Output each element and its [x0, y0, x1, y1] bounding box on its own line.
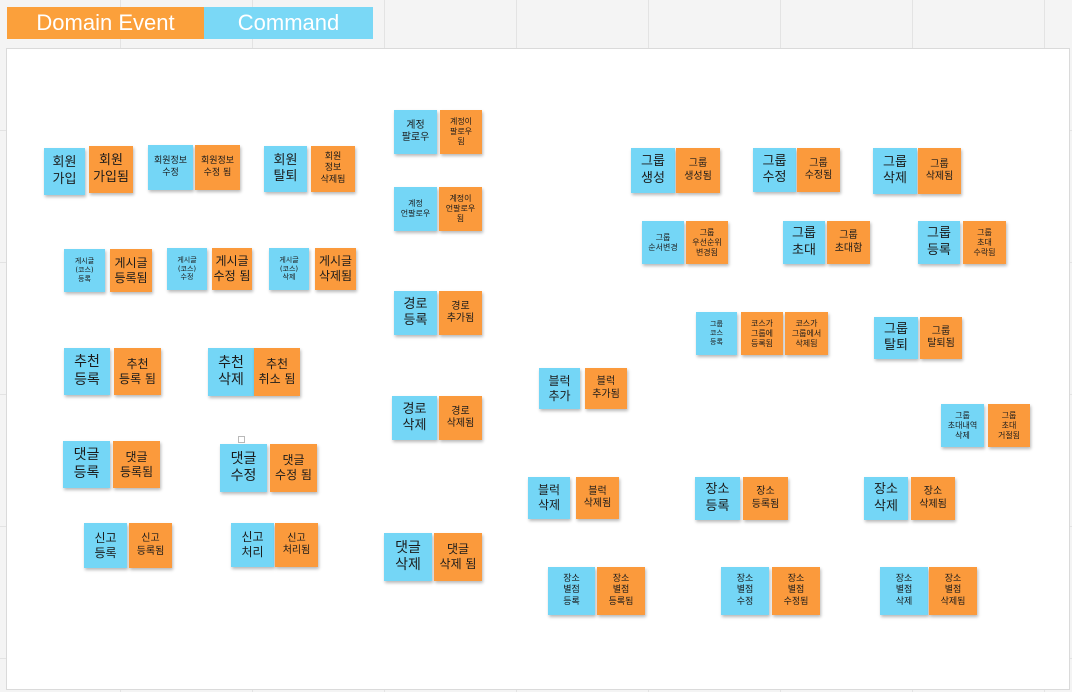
legend: Domain Event Command: [7, 7, 373, 39]
command-sticky-note[interactable]: 그룹 초대내역 삭제: [941, 404, 984, 447]
command-sticky-note[interactable]: 댓글 수정: [220, 444, 267, 492]
domain-event-sticky-note[interactable]: 계정이 언팔로우 됨: [439, 187, 482, 231]
domain-event-sticky-note[interactable]: 장소 삭제됨: [911, 477, 955, 520]
domain-event-sticky-note[interactable]: 코스가 그룹에 등록됨: [741, 312, 783, 355]
command-sticky-note[interactable]: 그룹 코스 등록: [696, 312, 737, 355]
command-sticky-note[interactable]: 게시글 (코스) 삭제: [269, 248, 309, 290]
domain-event-sticky-note[interactable]: 회원 정보 삭제됨: [311, 146, 355, 192]
domain-event-sticky-note[interactable]: 장소 별점 수정됨: [772, 567, 820, 615]
command-sticky-note[interactable]: 회원 탈퇴: [264, 146, 307, 192]
command-sticky-note[interactable]: 계정 언팔로우: [394, 187, 437, 231]
command-sticky-note[interactable]: 경로 삭제: [392, 396, 437, 440]
domain-event-sticky-note[interactable]: 게시글 수정 됨: [212, 248, 252, 290]
domain-event-sticky-note[interactable]: 댓글 등록됨: [113, 441, 160, 488]
domain-event-sticky-note[interactable]: 그룹 수정됨: [797, 148, 840, 192]
domain-event-sticky-note[interactable]: 추천 취소 됨: [254, 348, 300, 396]
command-sticky-note[interactable]: 추천 등록: [64, 348, 110, 395]
command-sticky-note[interactable]: 그룹 생성: [631, 148, 675, 193]
command-sticky-note[interactable]: 댓글 등록: [63, 441, 110, 488]
domain-event-sticky-note[interactable]: 신고 등록됨: [129, 523, 172, 568]
domain-event-sticky-note[interactable]: 신고 처리됨: [275, 523, 318, 567]
command-sticky-note[interactable]: 신고 등록: [84, 523, 127, 568]
domain-event-sticky-note[interactable]: 게시글 등록됨: [110, 249, 152, 292]
command-sticky-note[interactable]: 블럭 추가: [539, 368, 580, 409]
domain-event-sticky-note[interactable]: 그룹 탈퇴됨: [920, 317, 962, 359]
command-sticky-note[interactable]: 신고 처리: [231, 523, 274, 567]
domain-event-sticky-note[interactable]: 그룹 생성됨: [676, 148, 720, 193]
legend-domain-event: Domain Event: [7, 7, 204, 39]
command-sticky-note[interactable]: 게시글 (코스) 수정: [167, 248, 207, 290]
domain-event-sticky-note[interactable]: 추천 등록 됨: [114, 348, 161, 395]
command-sticky-note[interactable]: 그룹 삭제: [873, 148, 917, 194]
domain-event-sticky-note[interactable]: 그룹 삭제됨: [918, 148, 961, 194]
command-sticky-note[interactable]: 댓글 삭제: [384, 533, 432, 581]
command-sticky-note[interactable]: 장소 별점 수정: [721, 567, 769, 615]
domain-event-sticky-note[interactable]: 댓글 삭제 됨: [434, 533, 482, 581]
domain-event-sticky-note[interactable]: 게시글 삭제됨: [315, 248, 356, 290]
domain-event-sticky-note[interactable]: 그룹 초대 거절됨: [988, 404, 1030, 447]
command-sticky-note[interactable]: 회원정보 수정: [148, 145, 193, 190]
domain-event-sticky-note[interactable]: 코스가 그룹에서 삭제됨: [785, 312, 828, 355]
command-sticky-note[interactable]: 게시글 (코스) 등록: [64, 249, 105, 292]
command-sticky-note[interactable]: 장소 별점 등록: [548, 567, 595, 615]
command-sticky-note[interactable]: 그룹 탈퇴: [874, 317, 918, 359]
command-sticky-note[interactable]: 장소 별점 삭제: [880, 567, 928, 615]
command-sticky-note[interactable]: 그룹 등록: [918, 221, 960, 264]
legend-command: Command: [204, 7, 373, 39]
command-sticky-note[interactable]: 그룹 초대: [783, 221, 825, 264]
domain-event-sticky-note[interactable]: 장소 등록됨: [743, 477, 788, 520]
domain-event-sticky-note[interactable]: 경로 추가됨: [439, 291, 482, 335]
domain-event-sticky-note[interactable]: 블럭 추가됨: [585, 368, 627, 409]
command-sticky-note[interactable]: 그룹 순서변경: [642, 221, 684, 264]
domain-event-sticky-note[interactable]: 장소 별점 등록됨: [597, 567, 645, 615]
domain-event-sticky-note[interactable]: 회원정보 수정 됨: [195, 145, 240, 190]
domain-event-sticky-note[interactable]: 장소 별점 삭제됨: [929, 567, 977, 615]
command-sticky-note[interactable]: 추천 삭제: [208, 348, 254, 396]
command-sticky-note[interactable]: 회원 가입: [44, 148, 85, 195]
command-sticky-note[interactable]: 장소 삭제: [864, 477, 908, 520]
domain-event-sticky-note[interactable]: 댓글 수정 됨: [270, 444, 317, 492]
selection-handle[interactable]: [238, 436, 245, 443]
domain-event-sticky-note[interactable]: 그룹 우선순위 변경됨: [686, 221, 728, 264]
domain-event-sticky-note[interactable]: 블럭 삭제됨: [576, 477, 619, 519]
command-sticky-note[interactable]: 장소 등록: [695, 477, 740, 520]
domain-event-sticky-note[interactable]: 그룹 초대 수락됨: [963, 221, 1006, 264]
domain-event-sticky-note[interactable]: 계정이 팔로우 됨: [440, 110, 482, 154]
command-sticky-note[interactable]: 그룹 수정: [753, 148, 796, 192]
domain-event-sticky-note[interactable]: 회원 가입됨: [89, 146, 133, 193]
command-sticky-note[interactable]: 블럭 삭제: [528, 477, 570, 519]
command-sticky-note[interactable]: 경로 등록: [394, 291, 437, 335]
domain-event-sticky-note[interactable]: 경로 삭제됨: [439, 396, 482, 440]
command-sticky-note[interactable]: 계정 팔로우: [394, 110, 437, 154]
domain-event-sticky-note[interactable]: 그룹 초대함: [827, 221, 870, 264]
